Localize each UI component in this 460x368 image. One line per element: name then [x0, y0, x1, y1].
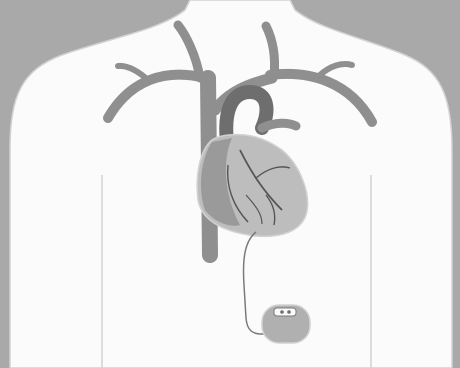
pacemaker-port [280, 310, 284, 314]
pacemaker-device-icon [262, 305, 310, 343]
pacemaker-header [274, 308, 296, 316]
pulmonary-artery [262, 123, 296, 128]
pacemaker-port [287, 310, 291, 314]
